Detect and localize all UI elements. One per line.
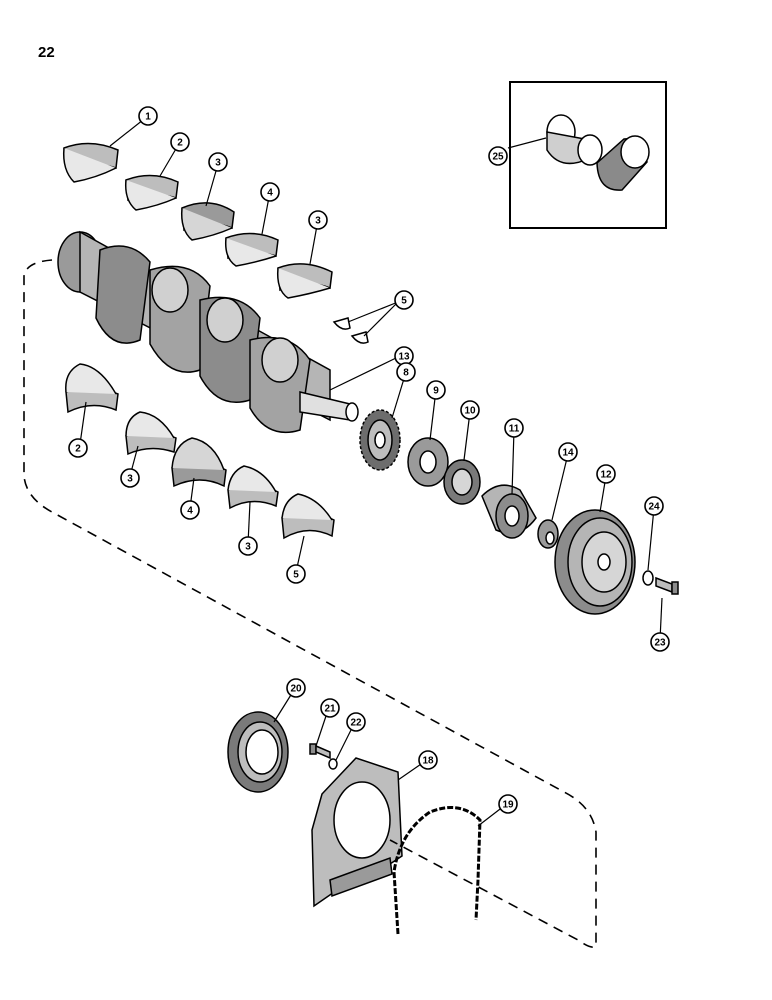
spacer [537,519,559,549]
svg-text:14: 14 [562,448,574,459]
svg-text:22: 22 [350,718,362,729]
svg-text:3: 3 [127,474,133,485]
pin-drawing [596,135,650,191]
bushing-drawing [546,114,603,166]
callout-6: 5 [394,290,414,310]
thrust-washer [407,437,449,487]
svg-text:13: 13 [398,352,410,363]
retainer-bolt-and-washer [309,743,338,770]
svg-text:11: 11 [509,424,520,435]
callout-22: 20 [286,678,306,698]
svg-text:20: 20 [290,684,302,695]
callout-26: 19 [498,794,518,814]
gasket [392,806,482,935]
callout-13: 12 [596,464,616,484]
callout-16: 2 [68,438,88,458]
svg-text:24: 24 [648,502,660,513]
callout-11: 11 [504,418,524,438]
svg-text:5: 5 [293,570,299,581]
callout-12: 14 [558,442,578,462]
callout-4: 4 [260,182,280,202]
svg-text:4: 4 [187,506,193,517]
callout-8: 8 [396,362,416,382]
callout-17: 3 [120,468,140,488]
callout-2: 2 [170,132,190,152]
crankshaft-drawing [57,230,359,434]
callout-24: 22 [346,712,366,732]
svg-text:5: 5 [401,296,407,307]
inset-box [509,81,667,229]
svg-text:10: 10 [464,406,476,417]
svg-text:9: 9 [433,386,439,397]
callout-10: 10 [460,400,480,420]
crank-gear [359,409,401,471]
woodruff-keys [332,317,369,344]
page-number: 22 [38,44,55,61]
assembly-outline [23,259,597,948]
svg-text:3: 3 [245,542,251,553]
hub [481,484,537,539]
callout-1: 1 [138,106,158,126]
svg-text:8: 8 [403,368,409,379]
svg-text:12: 12 [600,470,612,481]
callout-7: 13 [394,346,414,366]
callout-5: 3 [308,210,328,230]
callout-25: 18 [418,750,438,770]
svg-text:2: 2 [177,138,183,149]
callout-19: 3 [238,536,258,556]
svg-text:23: 23 [654,638,666,649]
svg-text:25: 25 [492,152,504,163]
svg-text:2: 2 [75,444,81,455]
svg-text:3: 3 [315,216,321,227]
pulley [554,509,636,615]
svg-text:3: 3 [215,158,221,169]
svg-text:4: 4 [267,188,273,199]
svg-text:21: 21 [324,704,336,715]
callout-9: 9 [426,380,446,400]
seal-retainer [311,757,403,908]
callout-23: 21 [320,698,340,718]
callouts: 1 2 3 4 3 5 13 8 9 10 11 14 12 24 23 2 3… [68,106,670,814]
upper-bearing-shells [62,142,333,299]
svg-text:1: 1 [145,112,151,123]
washer-and-bolt [642,570,679,595]
callout-15: 23 [650,632,670,652]
rear-seal [227,711,289,793]
callout-18: 4 [180,500,200,520]
callout-20: 5 [286,564,306,584]
callout-14: 24 [644,496,664,516]
callout-21: 25 [488,146,508,166]
leader-lines [79,115,663,827]
svg-text:19: 19 [502,800,514,811]
svg-text:18: 18 [422,756,434,767]
lower-bearing-shells [65,363,335,540]
front-seal [443,459,481,505]
callout-3: 3 [208,152,228,172]
